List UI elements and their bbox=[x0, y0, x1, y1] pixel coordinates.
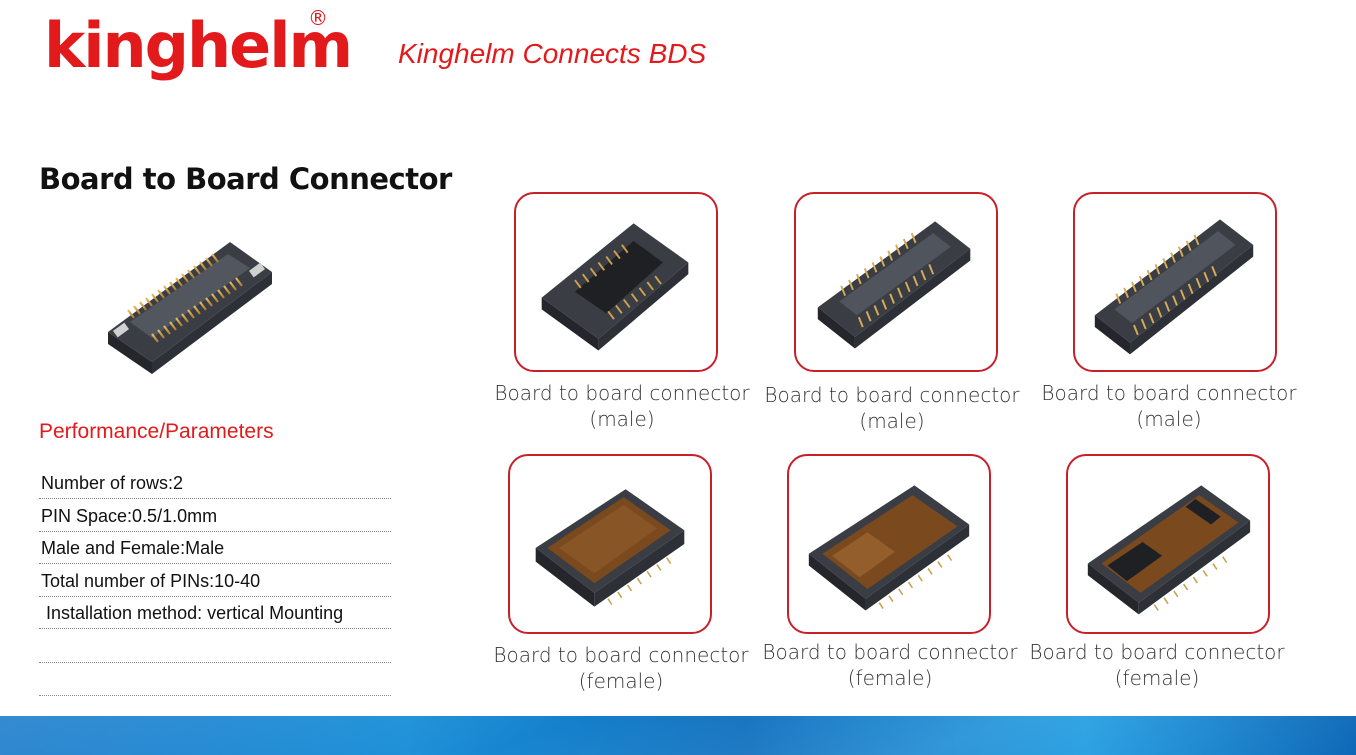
caption-2: Board to board connector (male) bbox=[762, 382, 1022, 434]
param-gender: Male and Female:Male bbox=[39, 533, 391, 564]
connector-female-image bbox=[535, 489, 685, 607]
gallery-card-3 bbox=[1073, 192, 1277, 372]
kinghelm-logo: kinghelm bbox=[44, 6, 353, 86]
caption-5-line1: Board to board connector bbox=[762, 640, 1018, 664]
connector-female-image bbox=[1087, 485, 1251, 615]
registered-mark: ® bbox=[308, 6, 328, 30]
caption-5-line2: (female) bbox=[847, 666, 933, 690]
logo-text: kinghelm bbox=[44, 9, 353, 82]
gallery-card-6 bbox=[1066, 454, 1270, 634]
slogan: Kinghelm Connects BDS bbox=[398, 38, 707, 69]
main-product-image bbox=[100, 222, 280, 382]
caption-6-line2: (female) bbox=[1114, 666, 1200, 690]
caption-4-line1: Board to board connector bbox=[493, 643, 749, 667]
connector-male-image bbox=[541, 223, 689, 351]
gallery-card-2 bbox=[794, 192, 998, 372]
connector-female-image bbox=[808, 485, 970, 611]
caption-2-line2: (male) bbox=[859, 409, 925, 433]
parameter-list: Number of rows:2 PIN Space:0.5/1.0mm Mal… bbox=[39, 468, 391, 698]
caption-3-line2: (male) bbox=[1136, 407, 1202, 431]
product-title: Board to Board Connector bbox=[39, 162, 452, 196]
param-pin-count: Total number of PINs:10-40 bbox=[39, 566, 391, 597]
caption-4-line2: (female) bbox=[578, 669, 664, 693]
caption-2-line1: Board to board connector bbox=[764, 383, 1020, 407]
connector-male-image bbox=[1094, 219, 1254, 355]
param-empty-2 bbox=[39, 664, 391, 696]
connector-male-image bbox=[817, 221, 971, 349]
caption-6-line1: Board to board connector bbox=[1029, 640, 1285, 664]
param-rows: Number of rows:2 bbox=[39, 468, 391, 499]
caption-4: Board to board connector (female) bbox=[491, 642, 751, 694]
caption-5: Board to board connector (female) bbox=[760, 639, 1020, 691]
caption-3: Board to board connector (male) bbox=[1039, 380, 1299, 432]
param-pin-space: PIN Space:0.5/1.0mm bbox=[39, 501, 391, 532]
caption-6: Board to board connector (female) bbox=[1027, 639, 1287, 691]
param-installation: Installation method: vertical Mounting bbox=[39, 598, 391, 629]
footer-band bbox=[0, 716, 1356, 755]
caption-1-line1: Board to board connector bbox=[494, 381, 750, 405]
performance-heading: Performance/Parameters bbox=[39, 420, 274, 443]
caption-1: Board to board connector (male) bbox=[492, 380, 752, 432]
gallery-card-1 bbox=[514, 192, 718, 372]
caption-3-line1: Board to board connector bbox=[1041, 381, 1297, 405]
gallery-card-4 bbox=[508, 454, 712, 634]
caption-1-line2: (male) bbox=[589, 407, 655, 431]
param-empty-1 bbox=[39, 631, 391, 663]
gallery-card-5 bbox=[787, 454, 991, 634]
